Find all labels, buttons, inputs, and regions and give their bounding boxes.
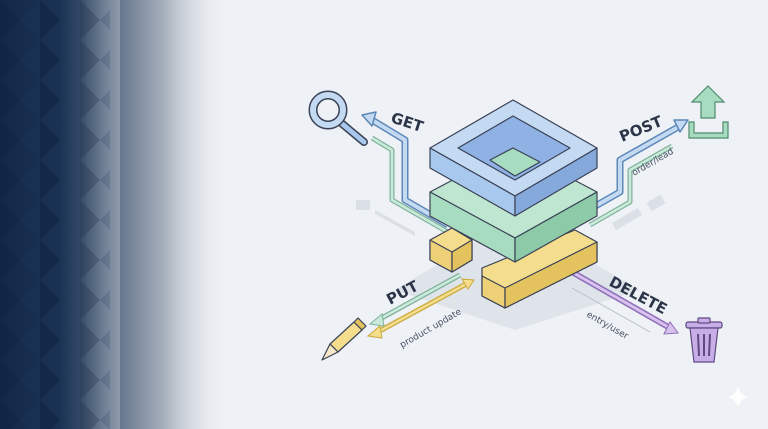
post-arrow (583, 119, 689, 228)
put-arrow (366, 272, 475, 339)
get-arrow (361, 111, 460, 241)
upload-icon (688, 85, 729, 139)
sparkle-icon (728, 386, 748, 408)
blue-block (429, 99, 598, 217)
magnifier-icon (308, 90, 368, 146)
dark-left-panel (0, 0, 230, 429)
pencil-icon (321, 317, 367, 361)
yellow-block (429, 227, 598, 309)
faint-server-icon (356, 194, 666, 236)
trash-icon (685, 317, 723, 363)
delete-arrow (570, 269, 679, 335)
